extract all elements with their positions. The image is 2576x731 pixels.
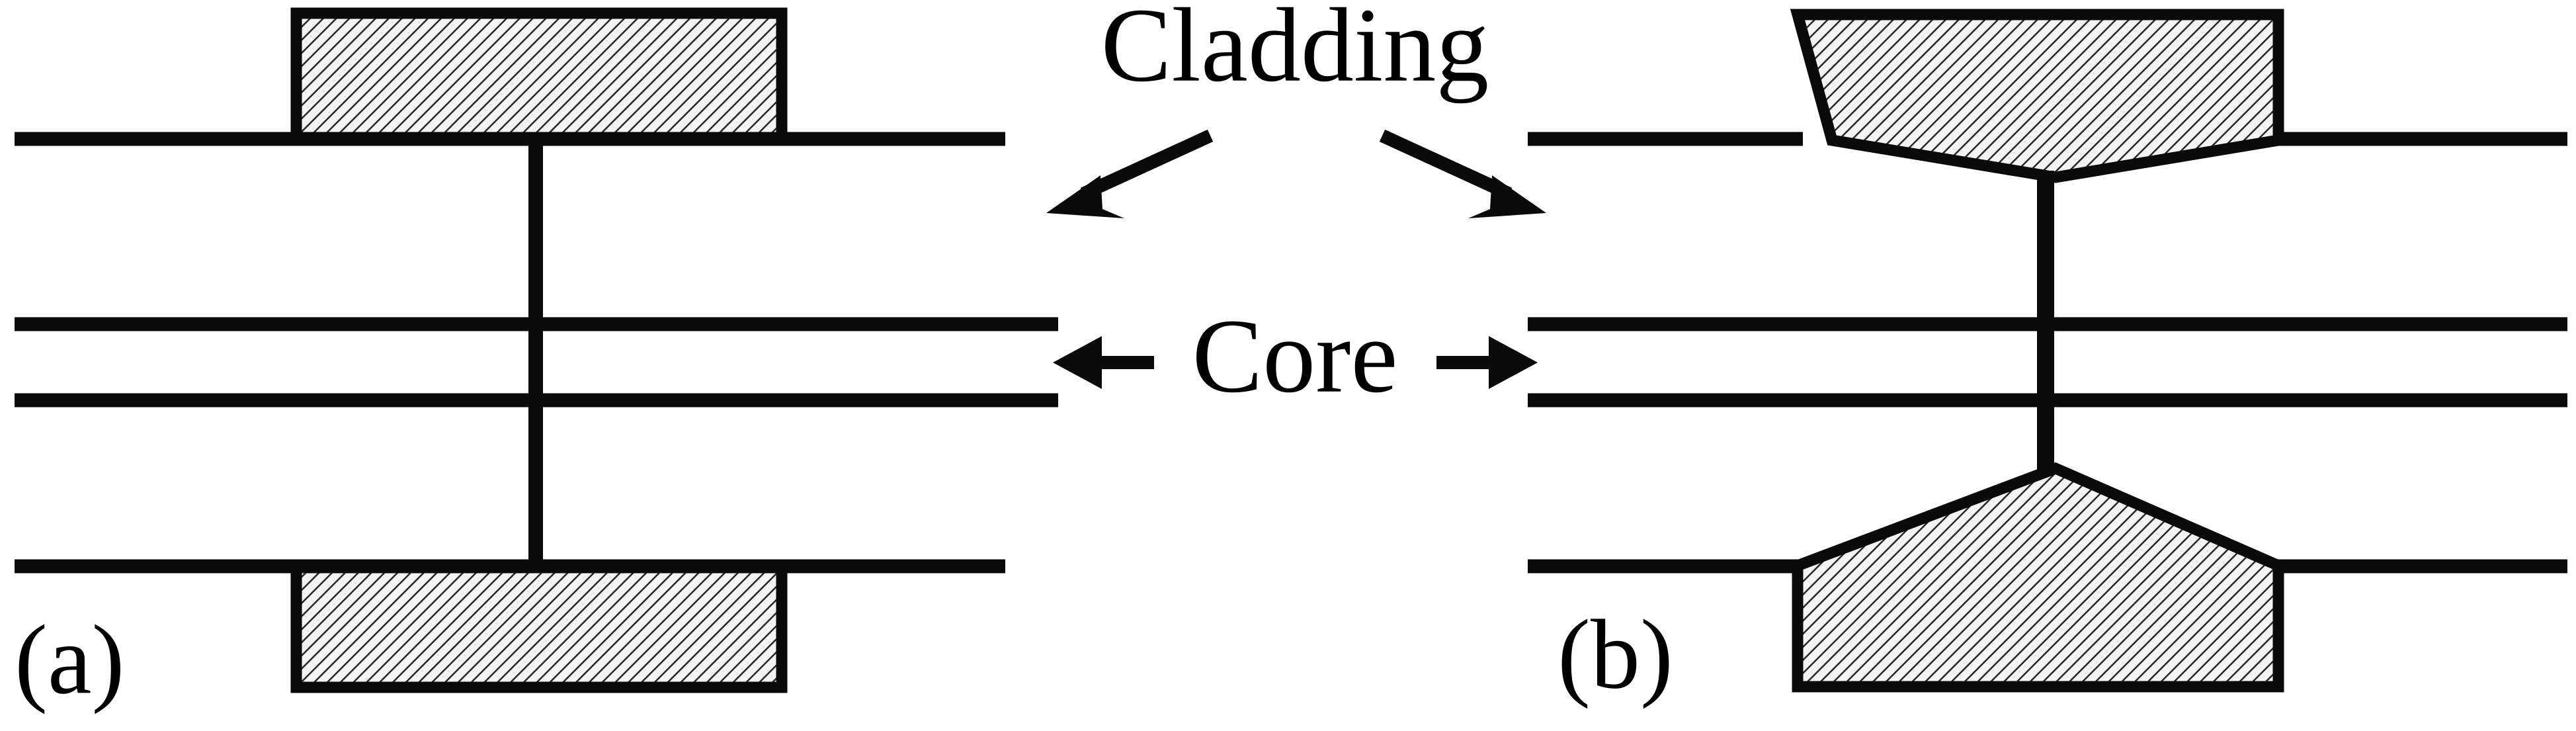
panel-a-lower-cladding-block <box>290 561 788 693</box>
core-arrow-left-icon <box>1053 336 1154 389</box>
panel-b-upper-cladding-taper <box>1790 9 2284 183</box>
core-arrow-right-icon <box>1436 336 1538 389</box>
callout-cladding: Cladding <box>1046 0 1546 218</box>
callout-core: Core <box>1053 297 1538 415</box>
panel-b-label: (b) <box>1558 599 1673 709</box>
core-label: Core <box>1192 297 1397 415</box>
cladding-label: Cladding <box>1101 0 1489 104</box>
panel-a: (a) <box>15 7 1058 714</box>
panel-b-lower-cladding-taper <box>1792 462 2284 693</box>
cladding-arrow-down-right-icon <box>1379 129 1546 218</box>
panel-a-upper-cladding-block <box>290 7 788 146</box>
panel-b: (b) <box>1528 9 2567 709</box>
panel-a-label: (a) <box>15 605 124 714</box>
cladding-arrow-down-left-icon <box>1046 129 1214 218</box>
